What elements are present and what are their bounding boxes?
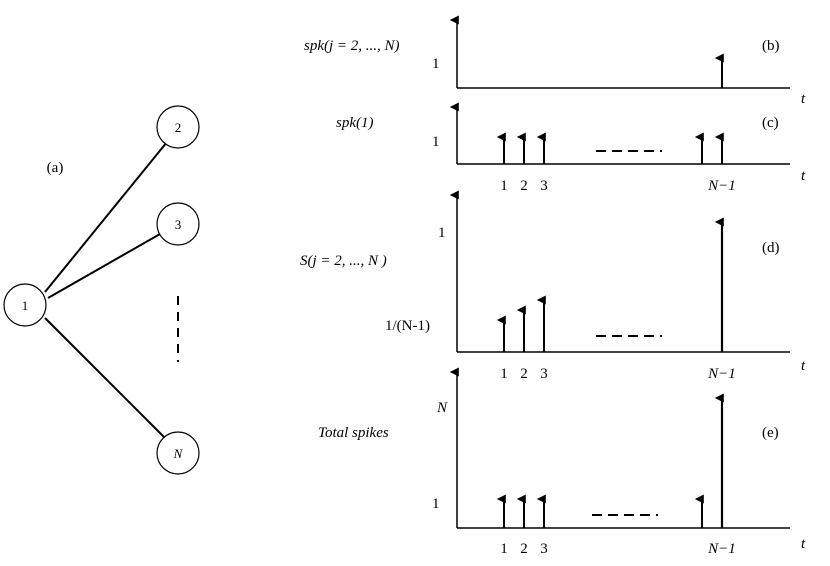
panel-e-t: t: [801, 536, 806, 552]
node-3: [156, 202, 200, 246]
panel-d-t: t: [801, 358, 806, 374]
panel-d-xtick-N-1: N−1: [707, 366, 736, 382]
edge-1-3: [47, 233, 161, 299]
panel-e-xtick-3: 3: [540, 541, 548, 557]
panel-b-ylabel: spk(j = 2, ..., N): [304, 38, 400, 54]
panel-e: Total spikes N 1 (e) 1 2 3 N−1 t: [318, 367, 806, 557]
edge-1-2: [44, 141, 168, 293]
panel-c-label: (c): [762, 115, 779, 131]
panel-c-xtick-N-1: N−1: [707, 178, 736, 194]
panel-b-label: (b): [762, 38, 780, 54]
panel-e-xtick-2: 2: [520, 541, 528, 557]
panel-e-xtick-N-1: N−1: [707, 541, 736, 557]
panel-d-ytick-top: 1: [438, 225, 446, 241]
panel-c-t: t: [801, 168, 806, 184]
panel-d-xtick-3: 3: [540, 366, 548, 382]
panel-e-xtick-1: 1: [500, 541, 508, 557]
panel-c-ylabel: spk(1): [336, 115, 374, 131]
panel-a-label: (a): [47, 160, 64, 176]
node-N: [156, 431, 200, 475]
node-1-label: 1: [22, 298, 29, 313]
panel-e-ylabel: Total spikes: [318, 425, 389, 441]
panel-b: spk(j = 2, ..., N) 1 (b) t: [304, 15, 806, 107]
panel-d-xtick-1: 1: [500, 366, 508, 382]
panel-c-xtick-3: 3: [540, 178, 548, 194]
node-2: [156, 105, 200, 149]
panel-c: spk(1) 1 (c) 1 2 3 N−1 t: [336, 102, 806, 194]
panel-d-ylabel: S(j = 2, ..., N ): [300, 253, 387, 269]
panel-e-label: (e): [762, 425, 779, 441]
panel-b-ytick: 1: [432, 56, 440, 72]
panel-c-xtick-1: 1: [500, 178, 508, 194]
node-2-label: 2: [175, 120, 182, 135]
edge-1-N: [44, 317, 165, 438]
panel-b-t: t: [801, 91, 806, 107]
panel-e-ytick-low: 1: [432, 496, 440, 512]
node-N-label: N: [173, 446, 184, 461]
panel-c-xtick-2: 2: [520, 178, 528, 194]
panel-c-ytick: 1: [432, 134, 440, 150]
node-1: [3, 283, 47, 327]
panel-d-xtick-2: 2: [520, 366, 528, 382]
panel-a-network: 1 2 3 N (a): [3, 105, 200, 475]
panel-d-ytick-low: 1/(N-1): [385, 318, 430, 334]
panel-e-ytick-top: N: [436, 400, 448, 416]
node-3-label: 3: [175, 217, 182, 232]
panel-d-label: (d): [762, 240, 780, 256]
panel-d: S(j = 2, ..., N ) 1 1/(N-1) (d) 1 2 3 N−…: [300, 190, 806, 382]
